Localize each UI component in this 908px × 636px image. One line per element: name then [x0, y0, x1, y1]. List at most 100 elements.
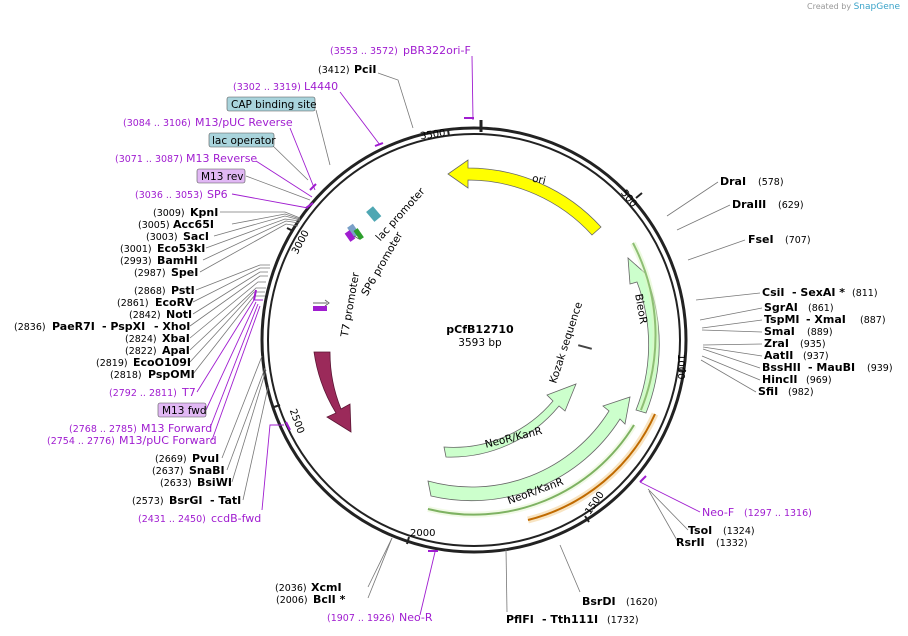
xbai-name[interactable]: XbaI: [162, 332, 190, 345]
sp6-promoter-block-b[interactable]: [353, 228, 364, 241]
m13-forward-name[interactable]: M13 Forward: [141, 422, 212, 435]
neo-r-name[interactable]: Neo-R: [399, 611, 433, 624]
acc65i-name[interactable]: Acc65I: [173, 218, 214, 231]
m13-reverse-name[interactable]: M13 Reverse: [186, 152, 257, 165]
bamhi-pos: (2993): [120, 256, 152, 267]
rsrii-name[interactable]: RsrII: [676, 536, 705, 549]
aatii-name[interactable]: AatII: [764, 349, 793, 362]
pspomi-name[interactable]: PspOMI: [148, 368, 195, 381]
bsiwi-name[interactable]: BsiWI: [197, 476, 232, 489]
leader-apai: [189, 287, 266, 351]
bamhi-name[interactable]: BamHI: [157, 254, 198, 267]
kpni-name[interactable]: KpnI: [190, 206, 218, 219]
sexai-name[interactable]: - SexAI *: [792, 286, 845, 299]
pflfi-name[interactable]: PflFI: [506, 613, 534, 626]
ccdb-fwd-pos: (2431 .. 2450): [138, 514, 206, 525]
xhoi-name[interactable]: - XhoI: [154, 320, 190, 333]
tspmi-name[interactable]: TspMI: [764, 313, 800, 326]
sp6-promoter-block-c[interactable]: [344, 230, 356, 242]
pcii-name[interactable]: PciI: [354, 63, 376, 76]
leader-draiii: [676, 204, 731, 231]
leader-ecorv: [192, 267, 270, 303]
draiii-pos: (629): [778, 200, 804, 211]
sgrai-name[interactable]: SgrAI: [764, 301, 798, 314]
orange-feature-arc: [527, 413, 656, 521]
draiii-name[interactable]: DraIII: [732, 198, 766, 211]
csii-name[interactable]: CsiI: [762, 286, 784, 299]
snabi-name[interactable]: SnaBI: [189, 464, 225, 477]
smai-name[interactable]: SmaI: [764, 325, 795, 338]
tati-name[interactable]: - TatI: [210, 494, 241, 507]
leader-fsei: [687, 239, 746, 261]
bsshii-name[interactable]: BssHII: [762, 361, 801, 374]
ecoo109i-name[interactable]: EcoO109I: [133, 356, 191, 369]
m13-reverse-pos: (3071 .. 3087): [115, 154, 183, 165]
tsoi-name[interactable]: TsoI: [688, 524, 712, 537]
drai-name[interactable]: DraI: [720, 175, 746, 188]
leader-xbai: [189, 281, 266, 339]
bcli-name[interactable]: BclI *: [313, 593, 346, 606]
zrai-name[interactable]: ZraI: [764, 337, 789, 350]
m13-rev-box[interactable]: [196, 168, 246, 184]
psti-name[interactable]: PstI: [171, 284, 195, 297]
pbr322-name[interactable]: pBR322ori-F: [403, 44, 471, 57]
l4440-name[interactable]: L4440: [304, 80, 338, 93]
leader-saci: [213, 215, 301, 237]
hincii-name[interactable]: HincII: [762, 373, 798, 386]
ccdb-fwd-name[interactable]: ccdB-fwd: [211, 512, 261, 525]
kozak-block[interactable]: [577, 344, 593, 350]
leader-smai: [701, 329, 763, 333]
neokan-outer-feature-arrow[interactable]: [427, 396, 631, 502]
t7-name[interactable]: T7: [181, 386, 196, 399]
spei-name[interactable]: SpeI: [171, 266, 198, 279]
brand-credit: Created by SnapGene: [807, 2, 900, 12]
leader-noti: [192, 271, 268, 315]
pspxi-name[interactable]: - PspXI: [102, 320, 145, 333]
lac-operator-box[interactable]: [208, 132, 275, 148]
noti-name[interactable]: NotI: [166, 308, 192, 321]
mark-sp6: [305, 202, 314, 209]
kpni-pos: (3009): [153, 208, 185, 219]
bleor-highlight: [630, 241, 659, 412]
sfii-name[interactable]: SfiI: [758, 385, 778, 398]
pbr322-pos: (3553 .. 3572): [330, 46, 398, 57]
sp6-name[interactable]: SP6: [207, 188, 228, 201]
neo-f-name[interactable]: Neo-F: [702, 506, 734, 519]
snapgene-logo-text: SnapGene: [853, 2, 900, 12]
m13puc-rev-name[interactable]: M13/pUC Reverse: [195, 116, 293, 129]
eco53ki-name[interactable]: Eco53kI: [157, 242, 205, 255]
m13puc-rev-pos: (3084 .. 3106): [123, 118, 191, 129]
neokan-inner-feature-arrow[interactable]: [443, 383, 577, 458]
cap-binding-site-box[interactable]: [226, 96, 316, 112]
bsrgi-name[interactable]: BsrGI: [169, 494, 202, 507]
t7-promoter-block[interactable]: [313, 306, 327, 311]
apai-name[interactable]: ApaI: [162, 344, 190, 357]
pcii-pos: (3412): [318, 65, 350, 76]
leader-bsrgi: [242, 386, 269, 501]
maubi-name[interactable]: - MauBI: [808, 361, 855, 374]
bsrdi-name[interactable]: BsrDI: [582, 595, 616, 608]
tick-3000: [286, 227, 294, 232]
xcmi-name[interactable]: XcmI: [311, 581, 342, 594]
ori-label: ori: [531, 173, 547, 188]
m13puc-fwd-name[interactable]: M13/pUC Forward: [119, 434, 217, 447]
sfii-pos: (982): [788, 387, 814, 398]
m13-fwd-box[interactable]: [157, 402, 207, 418]
sp6-arrow-line: [353, 235, 360, 240]
ecorv-name[interactable]: EcoRV: [155, 296, 194, 309]
acc65i-pos: (3005): [138, 220, 170, 231]
tth111i-name[interactable]: - Tth111I: [542, 613, 598, 626]
paer7i-name[interactable]: PaeR7I: [52, 320, 95, 333]
lac-promoter-block[interactable]: [366, 206, 382, 222]
pvui-name[interactable]: PvuI: [192, 452, 219, 465]
leader-tsoi: [647, 488, 689, 531]
fsei-pos: (707): [785, 235, 811, 246]
saci-name[interactable]: SacI: [183, 230, 209, 243]
fsei-name[interactable]: FseI: [748, 233, 774, 246]
t7-pos: (2792 .. 2811): [109, 388, 177, 399]
leader-m13-reverse: [255, 160, 313, 198]
ori-feature-arrow[interactable]: [447, 159, 602, 236]
xmai-name[interactable]: - XmaI: [806, 313, 846, 326]
ccdb-feature-arrow[interactable]: [313, 351, 352, 433]
